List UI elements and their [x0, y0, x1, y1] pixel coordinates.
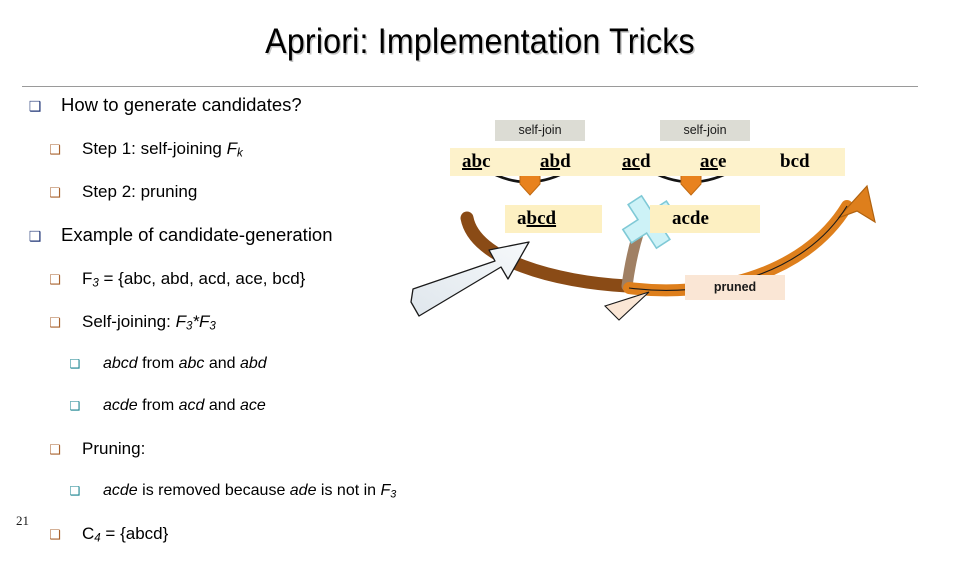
f3-set-value: = {abc, abd, acd, ace, bcd}: [98, 269, 306, 288]
symbol-subscript: 3: [390, 488, 397, 501]
connector-from: from: [137, 397, 179, 414]
connector-and: and: [204, 355, 240, 372]
bullet-square-icon: ❑: [49, 273, 61, 288]
symbol-star: *: [192, 312, 199, 331]
bullet-square-icon: ❑: [69, 399, 81, 413]
itemset-ace: ace: [239, 397, 266, 414]
outline-list: ❑ How to generate candidates? ❑ Step 1: …: [0, 94, 560, 568]
pruning-brown-band: [460, 211, 634, 293]
symbol-F: F: [380, 482, 391, 499]
itemset-suffix: d: [639, 151, 651, 172]
itemset-prefix: ac: [622, 151, 640, 172]
itemset-prefix: ac: [700, 151, 718, 172]
list-item-label: Step 1: self-joining Fk: [82, 140, 243, 160]
symbol-F: F: [226, 139, 237, 158]
list-item-f3-set: ❑ F3 = {abc, abd, acd, ace, bcd}: [48, 270, 560, 308]
list-item-label: Step 2: pruning: [82, 182, 198, 201]
itemset-box-acde: acde: [650, 205, 760, 233]
list-item-label: Example of candidate-generation: [61, 224, 333, 245]
itemset-acde: acde: [103, 397, 138, 414]
bullet-square-icon: ❑: [49, 316, 61, 331]
emphasis-block-arrow-icon: [410, 241, 530, 317]
itemset-prefix: a: [517, 208, 527, 229]
self-join-label-left: self-join: [495, 120, 585, 141]
page-title: Apriori: Implementation Tricks: [265, 22, 695, 61]
itemset-abcd: abcd: [103, 355, 138, 372]
itemset-box-abd: abd: [528, 148, 612, 176]
itemset-abd: abd: [239, 355, 267, 372]
bullet-square-icon: ❑: [49, 528, 61, 543]
list-item-label: acde is removed because ade is not in F3: [103, 483, 396, 500]
slide-canvas: Apriori: Implementation Tricks ❑ How to …: [16, 22, 960, 544]
connector-from: from: [137, 355, 179, 372]
list-item-label: How to generate candidates?: [61, 94, 302, 115]
title-divider: [22, 86, 918, 87]
itemset-acd: acd: [178, 397, 205, 414]
itemset-prefix: ab: [462, 151, 483, 172]
itemset-prefix: acde: [672, 208, 709, 229]
list-item-label: F3 = {abc, abd, acd, ace, bcd}: [82, 270, 305, 290]
list-item-label: C4 = {abcd}: [82, 525, 168, 545]
itemset-abc: abc: [178, 355, 205, 372]
itemset-suffix: c: [482, 151, 491, 172]
bullet-square-icon: ❑: [49, 443, 61, 458]
step1-text: Step 1: self-joining: [82, 139, 227, 158]
bullet-square-icon: ❑: [49, 143, 61, 158]
c4-set-value: = {abcd}: [100, 524, 169, 543]
candidate-generation-diagram: self-join self-join abc abd acd ace bcd …: [405, 110, 960, 325]
symbol-subscript: 3: [185, 320, 193, 333]
itemset-box-bcd: bcd: [768, 148, 845, 176]
symbol-F: F: [199, 312, 210, 331]
symbol-subscript: 3: [92, 277, 99, 290]
list-item-self-joining: ❑ Self-joining: F3*F3: [48, 313, 560, 351]
itemset-suffix: d: [560, 151, 571, 172]
connector-and: and: [204, 397, 240, 414]
bcd-curved-arrow-head-icon: [837, 184, 876, 224]
symbol-F: F: [175, 312, 186, 331]
not-in-text: is not in: [316, 482, 381, 499]
list-item-pruning: ❑ Pruning:: [48, 440, 560, 478]
symbol-subscript: 3: [209, 320, 216, 333]
list-item-acde-removed: ❑ acde is removed because ade is not in …: [68, 483, 560, 520]
symbol-F: F: [82, 269, 93, 288]
page-number: 21: [16, 513, 29, 528]
bullet-square-icon: ❑: [49, 186, 61, 201]
bullet-square-icon: ❑: [28, 99, 42, 115]
symbol-C: C: [82, 524, 95, 543]
itemset-suffix: bcd: [526, 208, 557, 229]
list-item-label: acde from acd and ace: [103, 398, 266, 414]
itemset-suffix: e: [717, 151, 727, 172]
itemset-box-acd: acd: [610, 148, 694, 176]
list-item-label: Self-joining: F3*F3: [82, 313, 216, 333]
list-item-example: ❑ Example of candidate-generation: [28, 224, 560, 264]
pruned-pointer-icon: [603, 291, 650, 321]
list-item-label: abcd from abc and abd: [103, 356, 267, 372]
itemset-prefix: ab: [540, 151, 561, 172]
itemset-acde: acde: [103, 482, 138, 499]
list-item-how-to-generate: ❑ How to generate candidates?: [28, 94, 560, 134]
itemset-suffix: bcd: [780, 151, 810, 172]
symbol-subscript: k: [236, 147, 243, 160]
self-joining-text: Self-joining:: [82, 312, 176, 331]
list-item-acde-from: ❑ acde from acd and ace: [68, 398, 560, 435]
self-join-label-right: self-join: [660, 120, 750, 141]
bullet-square-icon: ❑: [28, 229, 42, 245]
removed-text: is removed because: [137, 482, 290, 499]
itemset-ade: ade: [289, 482, 317, 499]
symbol-subscript: 4: [94, 532, 101, 545]
list-item-step-1: ❑ Step 1: self-joining Fk: [48, 140, 560, 178]
itemset-box-abcd: abcd: [505, 205, 602, 233]
bullet-square-icon: ❑: [69, 484, 81, 498]
bullet-square-icon: ❑: [69, 357, 81, 371]
list-item-c4-set: ❑ C4 = {abcd}: [48, 525, 560, 563]
list-item-abcd-from: ❑ abcd from abc and abd: [68, 356, 560, 393]
itemset-box-abc: abc: [450, 148, 534, 176]
itemset-box-ace: ace: [688, 148, 772, 176]
list-item-label: Pruning:: [82, 439, 146, 458]
pruned-label: pruned: [685, 275, 785, 300]
list-item-step-2: ❑ Step 2: pruning: [48, 183, 560, 221]
